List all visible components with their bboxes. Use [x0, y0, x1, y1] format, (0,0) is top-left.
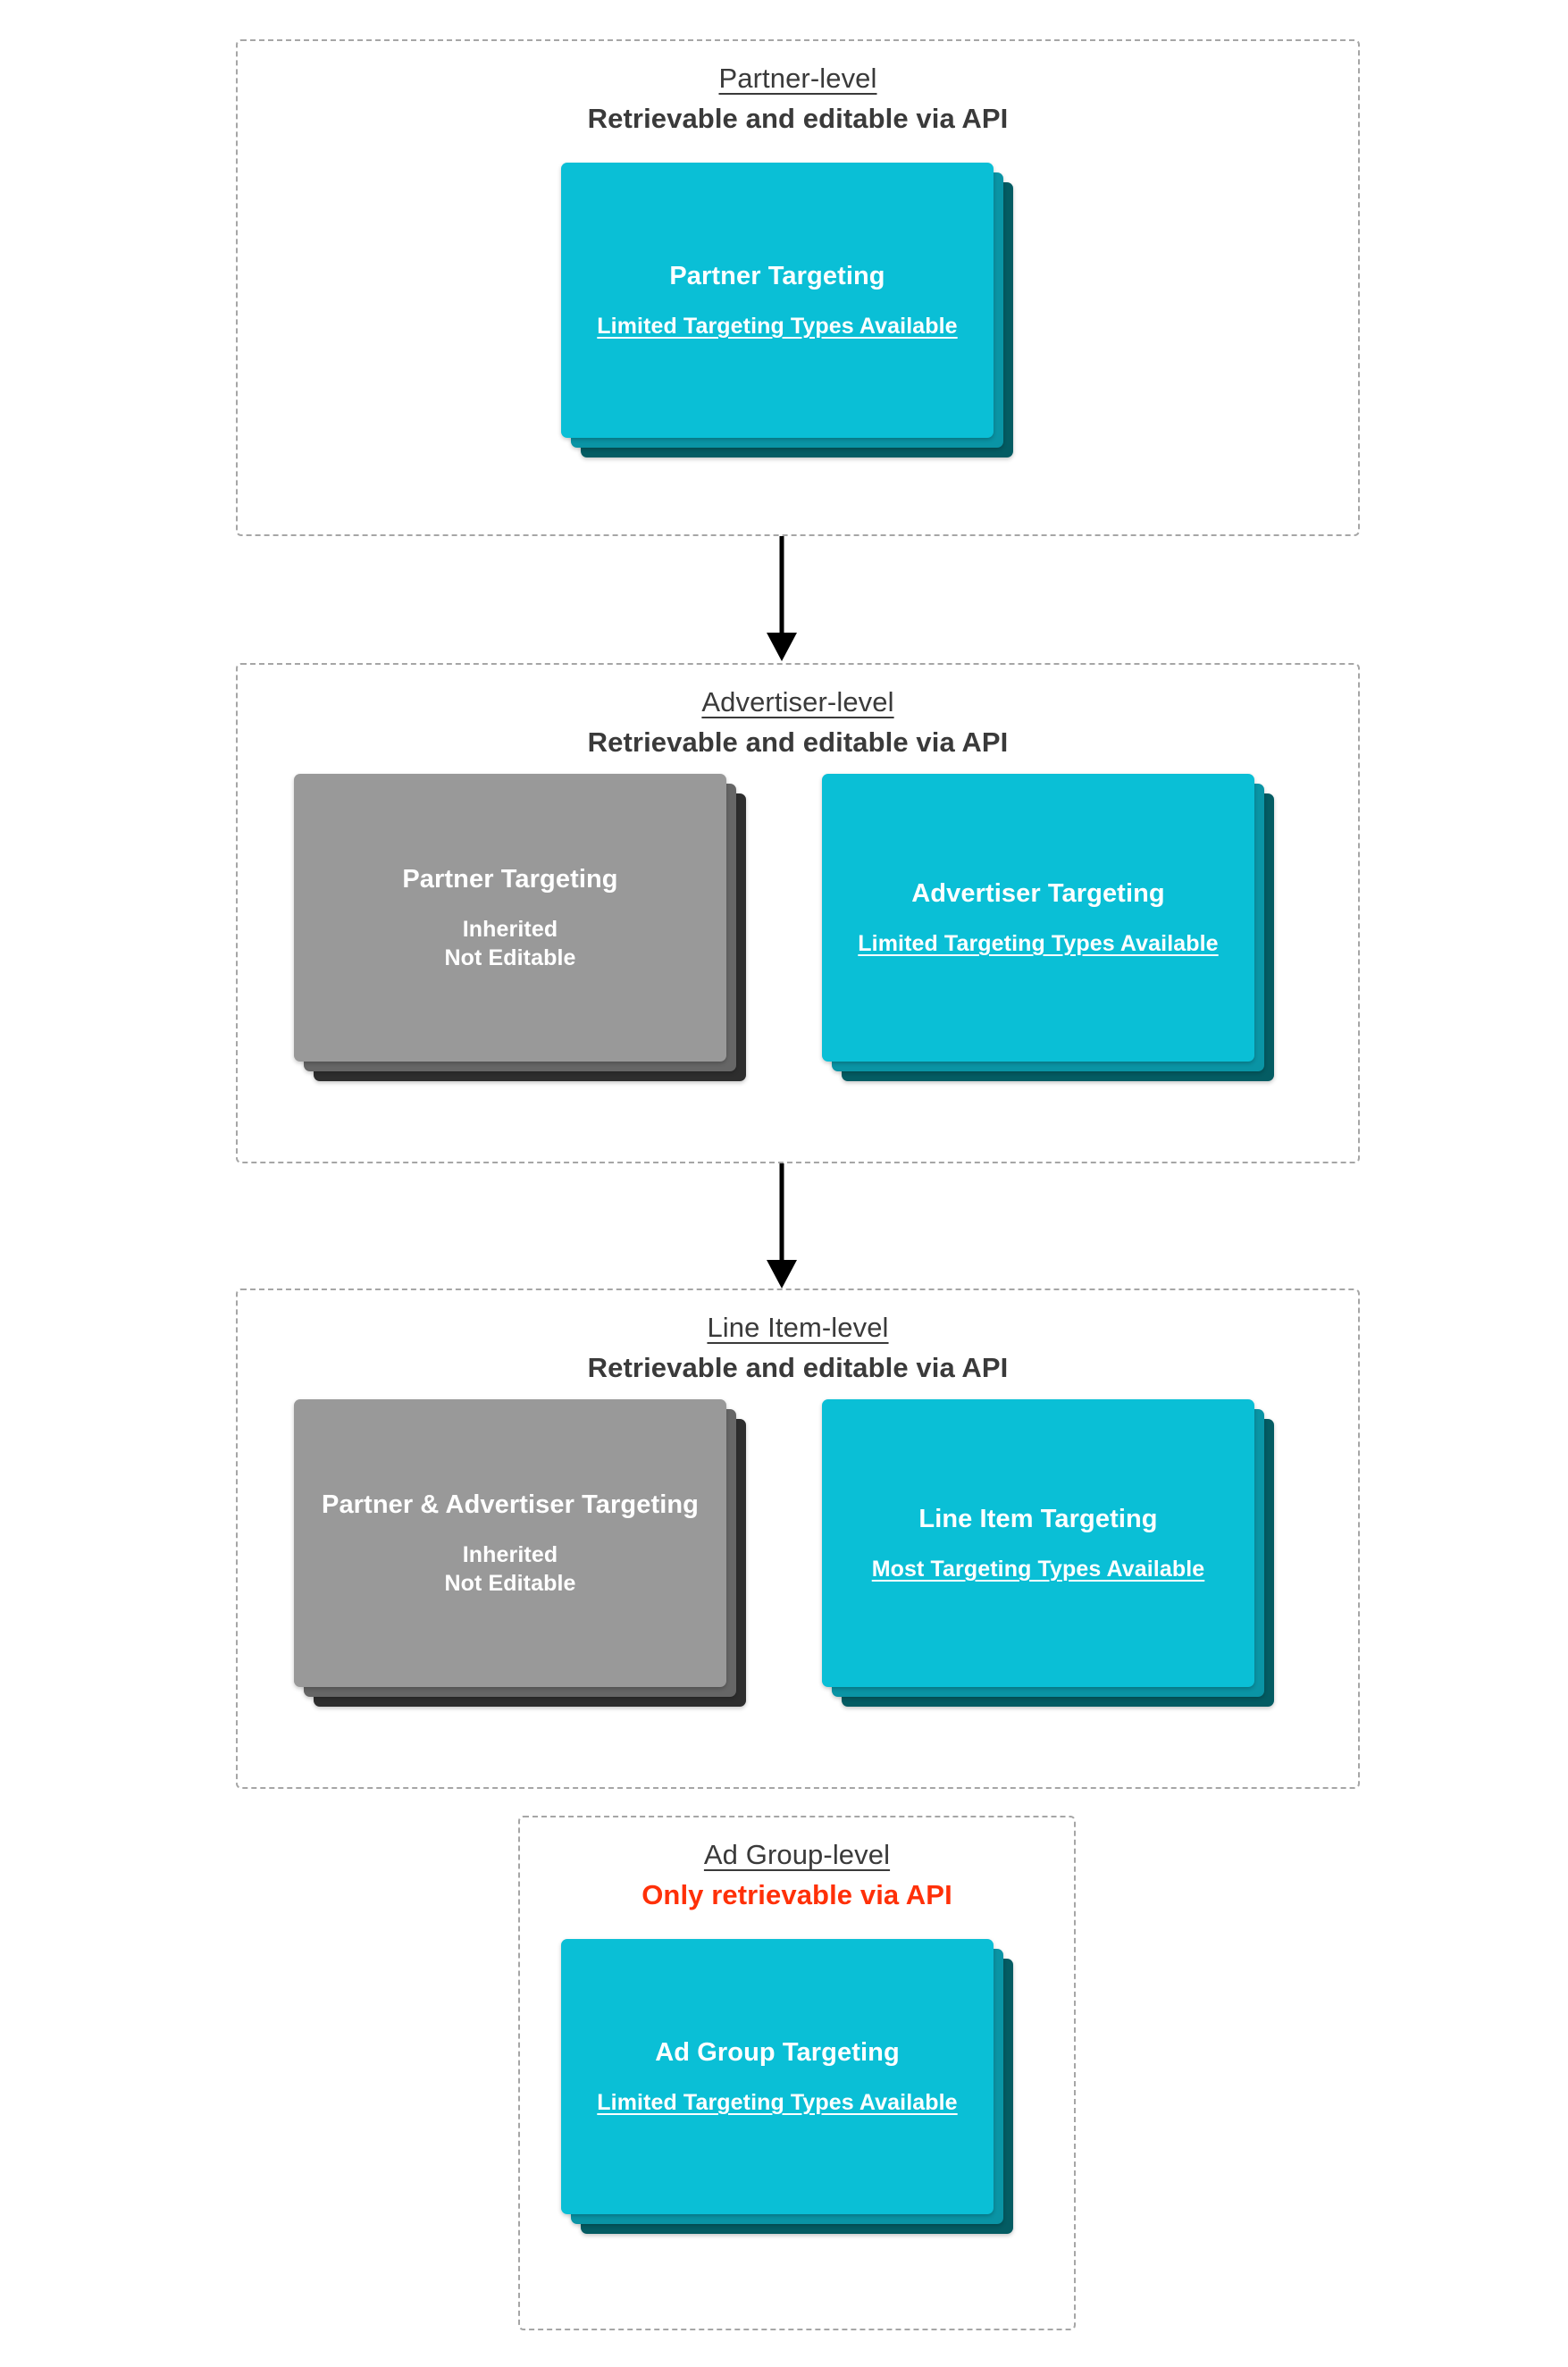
card-stack-ad-group-targeting[interactable]: Ad Group Targeting Limited Targeting Typ…: [561, 1939, 1013, 2234]
card-subtitle-ad-group-targeting: Limited Targeting Types Available: [597, 2090, 958, 2116]
card-title-partner-targeting: Partner Targeting: [669, 261, 885, 290]
level-box-partner-level: Partner-level Retrievable and editable v…: [236, 39, 1360, 536]
arrow-head-icon: [767, 633, 797, 661]
level-name-partner-level: Partner-level: [718, 63, 877, 94]
arrow-partner-to-advertiser: [764, 536, 800, 661]
level-subtitle-ad-group-level: Only retrievable via API: [641, 1878, 952, 1910]
card-subtitle-line-item-level-inherited-targeting: Inherited Not Editable: [444, 1542, 576, 1597]
card-layer-front: Ad Group Targeting Limited Targeting Typ…: [561, 1939, 994, 2214]
level-box-advertiser-level: Advertiser-level Retrievable and editabl…: [236, 663, 1360, 1163]
card-title-advertiser-targeting: Advertiser Targeting: [911, 878, 1165, 908]
level-heading-partner-level: Partner-level Retrievable and editable v…: [238, 63, 1358, 135]
level-name-line-item-level: Line Item-level: [707, 1312, 889, 1343]
card-title-ad-group-targeting: Ad Group Targeting: [655, 2037, 900, 2067]
level-heading-ad-group-level: Ad Group-level Only retrievable via API: [520, 1839, 1074, 1911]
arrow-advertiser-to-line-item: [764, 1163, 800, 1288]
card-title-advertiser-level-partner-targeting: Partner Targeting: [402, 864, 618, 894]
card-layer-front: Advertiser Targeting Limited Targeting T…: [822, 774, 1254, 1062]
card-stack-advertiser-targeting[interactable]: Advertiser Targeting Limited Targeting T…: [822, 774, 1274, 1081]
level-box-ad-group-level: Ad Group-level Only retrievable via API …: [518, 1816, 1076, 2330]
arrow-shaft: [779, 536, 784, 636]
level-name-advertiser-level: Advertiser-level: [701, 686, 894, 718]
arrow-head-icon: [767, 1260, 797, 1288]
level-heading-line-item-level: Line Item-level Retrievable and editable…: [238, 1312, 1358, 1384]
card-stack-advertiser-level-partner-targeting[interactable]: Partner Targeting Inherited Not Editable: [294, 774, 746, 1081]
level-subtitle-advertiser-level: Retrievable and editable via API: [587, 726, 1009, 758]
card-subtitle-partner-targeting: Limited Targeting Types Available: [597, 314, 958, 340]
level-heading-advertiser-level: Advertiser-level Retrievable and editabl…: [238, 686, 1358, 759]
card-title-line-item-targeting: Line Item Targeting: [918, 1504, 1158, 1533]
card-layer-front: Partner Targeting Inherited Not Editable: [294, 774, 726, 1062]
level-subtitle-partner-level: Retrievable and editable via API: [587, 102, 1009, 134]
card-stack-partner-targeting[interactable]: Partner Targeting Limited Targeting Type…: [561, 163, 1013, 457]
level-name-ad-group-level: Ad Group-level: [703, 1839, 891, 1870]
level-box-line-item-level: Line Item-level Retrievable and editable…: [236, 1288, 1360, 1789]
card-layer-front: Partner & Advertiser Targeting Inherited…: [294, 1399, 726, 1687]
card-layer-front: Line Item Targeting Most Targeting Types…: [822, 1399, 1254, 1687]
level-subtitle-line-item-level: Retrievable and editable via API: [587, 1351, 1009, 1383]
arrow-shaft: [779, 1163, 784, 1263]
card-subtitle-advertiser-level-partner-targeting: Inherited Not Editable: [444, 917, 576, 971]
card-stack-line-item-level-inherited-targeting[interactable]: Partner & Advertiser Targeting Inherited…: [294, 1399, 746, 1707]
card-stack-line-item-targeting[interactable]: Line Item Targeting Most Targeting Types…: [822, 1399, 1274, 1707]
card-layer-front: Partner Targeting Limited Targeting Type…: [561, 163, 994, 438]
card-subtitle-advertiser-targeting: Limited Targeting Types Available: [858, 931, 1219, 957]
card-title-line-item-level-inherited-targeting: Partner & Advertiser Targeting: [322, 1490, 699, 1519]
card-subtitle-line-item-targeting: Most Targeting Types Available: [871, 1557, 1205, 1582]
